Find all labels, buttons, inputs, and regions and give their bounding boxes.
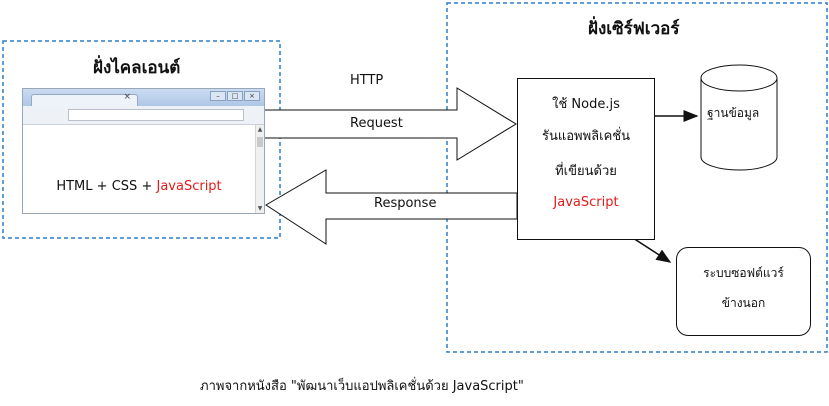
maximize-icon: □ <box>227 91 243 101</box>
client-region <box>2 40 281 239</box>
external-line-2: ข้างนอก <box>721 296 766 310</box>
plus-sign: + <box>96 179 108 194</box>
external-line-1: ระบบซอฟต์แวร์ <box>703 266 784 280</box>
node-line-2: รันแอพพลิเคชั่น <box>541 129 630 144</box>
close-window-icon: × <box>244 91 260 101</box>
database-cylinder <box>700 64 778 171</box>
http-label: HTTP <box>350 73 384 88</box>
node-line-3: ที่เขียนด้วย <box>555 164 617 179</box>
request-arrow <box>262 87 517 161</box>
database-label: ฐานข้อมูล <box>707 106 760 120</box>
browser-titlebar: × – □ × <box>23 89 264 107</box>
browser-window: × – □ × ▲ ▼ HTML + CSS + JavaScript <box>22 88 265 214</box>
scroll-down-icon: ▼ <box>257 205 263 212</box>
window-controls: – □ × <box>210 91 260 101</box>
scrollbar: ▲ ▼ <box>255 125 264 213</box>
scroll-up-icon: ▲ <box>257 126 263 133</box>
javascript-label: JavaScript <box>156 179 222 194</box>
scroll-thumb <box>257 137 263 147</box>
node-line-4: JavaScript <box>553 195 619 210</box>
node-to-external-arrow <box>632 237 672 263</box>
response-label: Response <box>374 196 437 211</box>
node-server-box: ใช้ Node.js รันแอพพลิเคชั่น ที่เขียนด้วย… <box>517 78 655 240</box>
server-title: ฝั่งเซิร์ฟเวอร์ <box>588 19 680 39</box>
plus-sign: + <box>141 179 153 194</box>
client-title: ฝั่งไคลเอนต์ <box>93 58 181 78</box>
server-region <box>446 2 828 353</box>
minimize-icon: – <box>210 91 226 101</box>
caption: ภาพจากหนังสือ "พัฒนาเว็บแอปพลิเคชั่นด้วย… <box>200 379 524 394</box>
node-line-1: ใช้ Node.js <box>552 97 620 112</box>
browser-tab: × <box>31 92 138 107</box>
response-arrow <box>265 169 518 245</box>
browser-content: HTML + CSS + JavaScript <box>23 179 255 194</box>
css-label: CSS <box>111 179 138 194</box>
external-software-box: ระบบซอฟต์แวร์ ข้างนอก <box>676 247 811 336</box>
browser-toolbar <box>23 106 264 125</box>
html-label: HTML <box>56 179 93 194</box>
close-tab-icon: × <box>123 92 131 102</box>
request-label: Request <box>350 116 403 131</box>
address-bar <box>68 109 244 121</box>
